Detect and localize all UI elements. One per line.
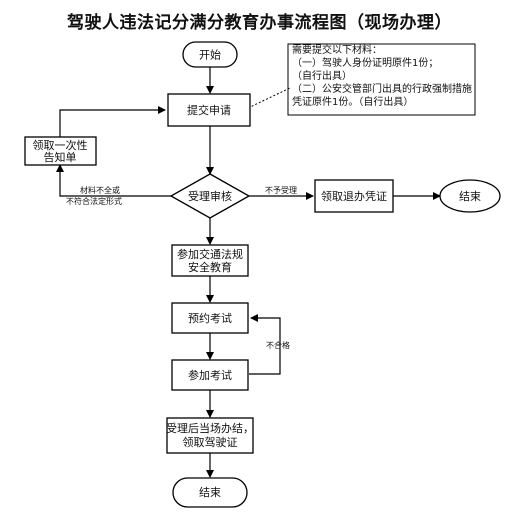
finish-label-1: 受理后当场办结， [166, 421, 254, 435]
review-diamond [169, 173, 251, 219]
edge-take-book-fail [249, 314, 281, 375]
start-label: 开始 [199, 48, 221, 62]
book-exam-label: 预约考试 [188, 312, 232, 325]
materials-note: 需要提交以下材料： （一）驾驶人身份证明原件1份； （自行出具） （二）公安交管… [292, 45, 472, 108]
page-title: 驾驶人违法记分满分教育办事流程图（现场办理） [67, 13, 452, 33]
collect-notice-box [24, 136, 97, 166]
finish-box [166, 417, 254, 454]
note-connector [247, 87, 291, 109]
take-exam-box [171, 359, 249, 391]
finish-label-2: 领取驾驶证 [183, 435, 238, 449]
materials-note-box [287, 43, 476, 116]
end-node-right [439, 179, 501, 213]
fail-label: 不合格 [266, 340, 290, 350]
collect-notice-label-1: 领取一次性 [33, 138, 88, 152]
start-node [182, 41, 238, 68]
end-node-bottom [172, 477, 248, 508]
education-label-2: 安全教育 [188, 260, 232, 274]
collect-notice-label-2: 告知单 [44, 150, 77, 164]
refund-label: 领取退办凭证 [321, 189, 387, 203]
take-exam-label: 参加考试 [188, 368, 232, 382]
education-box [171, 244, 249, 277]
book-exam-box [171, 302, 249, 334]
refund-box [314, 179, 394, 213]
edge-collect-submit [59, 106, 166, 137]
reject-label-1: 材料不全或 [80, 185, 120, 195]
education-label-1: 参加交通法规 [177, 247, 243, 261]
not-accepted-label: 不予受理 [265, 185, 297, 195]
edge-review-reject [56, 164, 172, 197]
reject-label-2: 不符合法定形式 [66, 196, 122, 206]
end-bottom-label: 结束 [199, 486, 221, 499]
review-label: 受理审核 [188, 189, 232, 203]
end-right-label: 结束 [459, 190, 481, 203]
submit-label: 提交申请 [187, 103, 231, 117]
submit-box [167, 93, 251, 127]
